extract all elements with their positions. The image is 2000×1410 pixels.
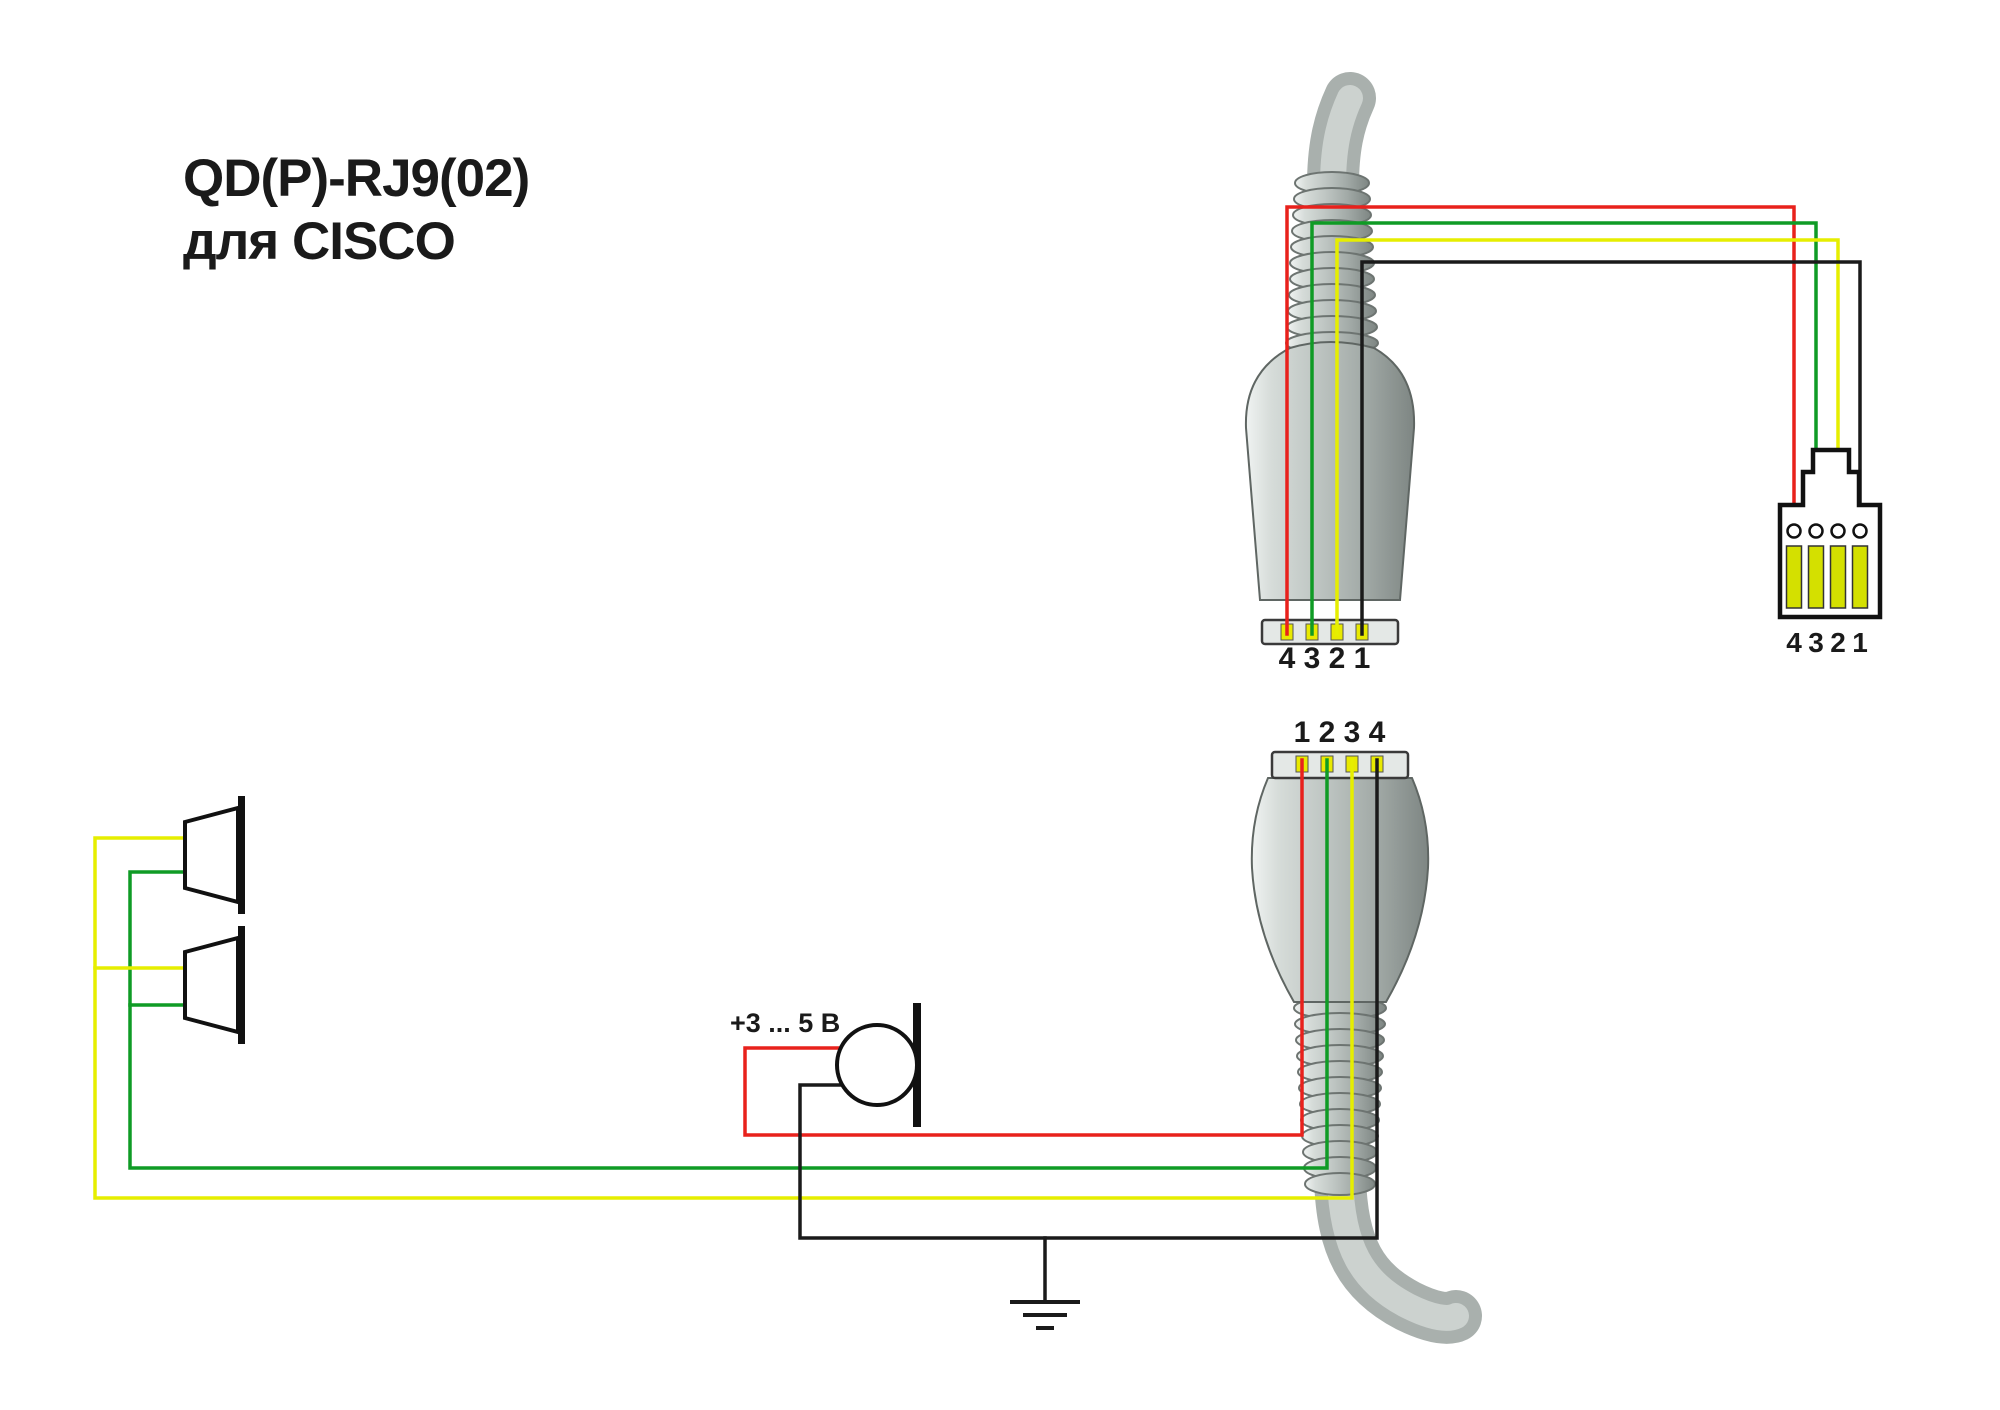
rj9-wire-hole: [1786, 523, 1802, 539]
wire-red-top: [1285, 205, 1796, 636]
pin-label: 1: [1294, 716, 1311, 749]
wire-green-speakers: [128, 758, 1329, 1170]
speaker-baffle: [238, 926, 245, 1044]
qd-top-body: [1244, 341, 1416, 601]
wire-green-top: [1310, 221, 1818, 636]
pin-label: 2: [1329, 642, 1346, 675]
speaker-baffle: [238, 796, 245, 914]
ground-symbol: [1010, 1300, 1080, 1330]
rj9-wire-hole: [1808, 523, 1824, 539]
pin-label: 2: [1319, 716, 1336, 749]
speaker-bottom: [183, 926, 245, 1044]
title-line-2: для CISCO: [183, 211, 456, 271]
wire-red-mic: [743, 758, 1304, 1137]
rj9-connector: [1777, 447, 1883, 620]
microphone: [835, 1003, 921, 1127]
pin-label: 3: [1304, 642, 1321, 675]
rj9-contact: [1829, 545, 1847, 609]
qd-mid-pin-labels: 1 2 3 4: [1294, 716, 1386, 749]
qd-mid-body: [1250, 777, 1430, 1003]
wire-yellow-speakers: [93, 758, 1354, 1200]
wire-black-mic-ground: [798, 758, 1379, 1240]
speaker-body: [183, 935, 240, 1035]
rj9-contact: [1807, 545, 1825, 609]
speaker-top: [183, 796, 245, 914]
qd-mid-connector: [1250, 750, 1482, 1344]
qd-mid-cable-highlight: [1327, 1165, 1469, 1331]
mic-capsule: [835, 1023, 919, 1107]
wire-black-top: [1360, 260, 1862, 636]
pin-label: 4: [1786, 627, 1802, 658]
wire-yellow-top: [1335, 238, 1840, 636]
pin-label: 3: [1808, 627, 1824, 658]
qd-top-pin-labels: 4 3 2 1: [1279, 642, 1371, 675]
rj9-wire-hole: [1852, 523, 1868, 539]
pin-label: 3: [1344, 716, 1361, 749]
rj9-contact: [1851, 545, 1869, 609]
rj9-pin-labels: 4 3 2 1: [1786, 627, 1868, 658]
pin-label: 4: [1279, 642, 1296, 675]
pin-label: 4: [1369, 716, 1386, 749]
coil-rib: [1304, 1172, 1376, 1196]
diagram-title: QD(P)-RJ9(02) для CISCO: [183, 148, 530, 273]
speaker-body: [183, 805, 240, 905]
title-line-1: QD(P)-RJ9(02): [183, 149, 530, 208]
rj9-contact: [1785, 545, 1803, 609]
pin-label: 1: [1354, 642, 1371, 675]
mic-voltage-label: +3 ... 5 В: [730, 1008, 840, 1038]
qd-mid-strain-relief: [1293, 996, 1387, 1196]
rj9-wire-hole: [1830, 523, 1846, 539]
pin-label: 2: [1830, 627, 1846, 658]
qd-top-connector: [1244, 72, 1416, 646]
qd-mid-contact-face: [1270, 750, 1410, 780]
pin-label: 1: [1852, 627, 1868, 658]
